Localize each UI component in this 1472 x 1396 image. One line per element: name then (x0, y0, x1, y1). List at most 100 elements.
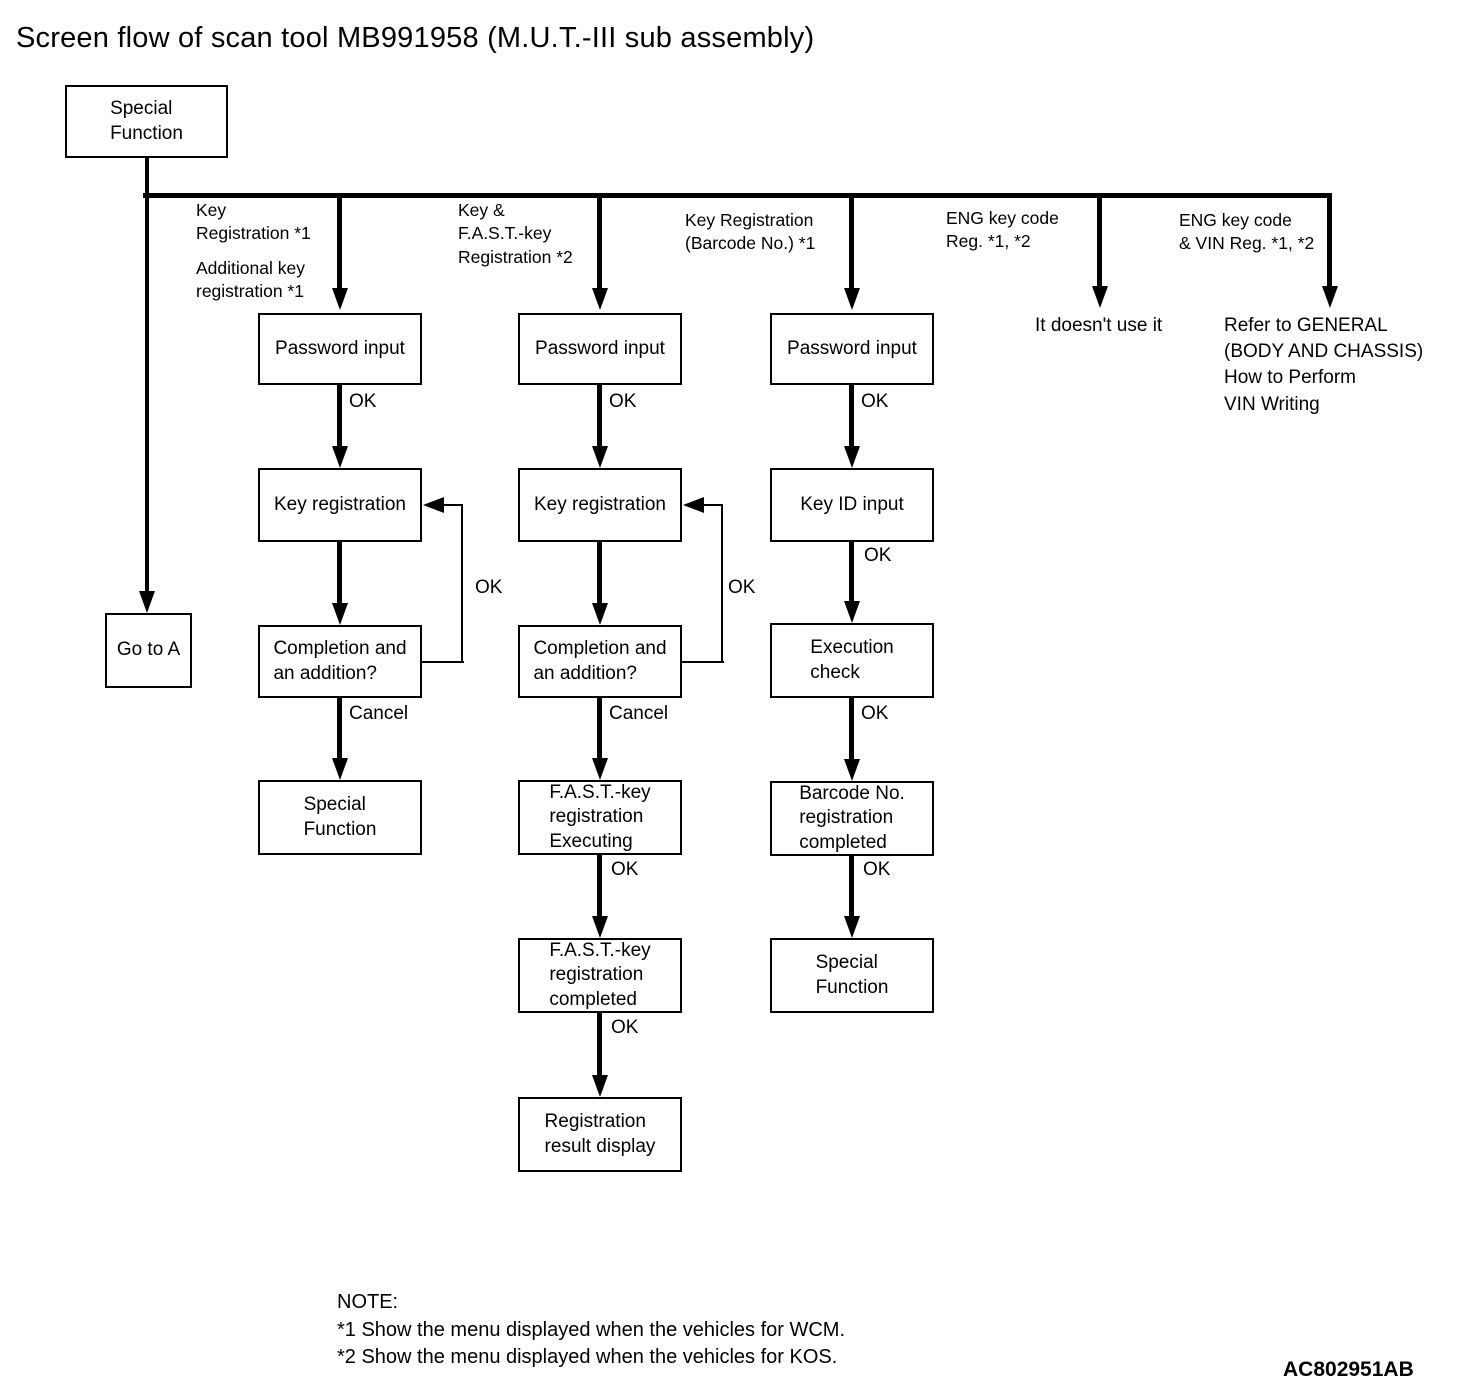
col2-arrow3-line (597, 698, 602, 758)
col2-key-registration-box: Key registration (518, 468, 682, 542)
branch5-line (1327, 193, 1332, 288)
col1-arrow2-head (332, 603, 348, 625)
col2-registration-result-box: Registration result display (518, 1097, 682, 1172)
col1-loop-vertical-line (461, 504, 463, 663)
start-special-function-label: Special Function (110, 98, 183, 144)
not-used-label: It doesn't use it (1035, 315, 1163, 336)
col1-completion-box: Completion and an addition? (258, 625, 422, 698)
col3-arrow3-head (844, 759, 860, 781)
col2-arrow5-head (592, 1075, 608, 1097)
col1-key-registration-label: Key registration (273, 493, 406, 515)
col2-loop-top-line (704, 504, 723, 506)
goto-a-label: Go to A (116, 639, 181, 661)
branch3-label: Key Registration (Barcode No.) *1 (685, 210, 816, 254)
col2-ok1-label: OK (609, 391, 637, 412)
col1-password-input-label: Password input (275, 337, 405, 359)
col2-ok2-label: OK (611, 859, 639, 880)
col2-arrow1-line (597, 385, 602, 446)
col2-fastkey-completed-box: F.A.S.T.-key registration completed (518, 938, 682, 1013)
branch5-label: ENG key code & VIN Reg. *1, *2 (1179, 210, 1315, 254)
col1-arrow2-line (337, 542, 342, 603)
col3-key-id-input-box: Key ID input (770, 468, 934, 542)
start-special-function-box: Special Function (65, 85, 228, 158)
col3-execution-check-label: Execution check (810, 637, 894, 683)
col3-special-function-label: Special Function (815, 952, 889, 998)
col1-loop-top-line (444, 504, 463, 506)
diagram-title: Screen flow of scan tool MB991958 (M.U.T… (16, 22, 815, 54)
col1-arrow3-head (332, 758, 348, 780)
col1-special-function-label: Special Function (303, 794, 377, 840)
branch3-arrowhead (844, 288, 860, 310)
col3-barcode-completed-label: Barcode No. registration completed (799, 783, 905, 853)
col3-ok3-label: OK (861, 703, 889, 724)
col2-arrow2-head (592, 603, 608, 625)
branch4-arrowhead (1092, 286, 1108, 308)
col2-fastkey-executing-box: F.A.S.T.-key registration Executing (518, 780, 682, 855)
col1-loop-bottom-line (422, 661, 464, 663)
col2-completion-box: Completion and an addition? (518, 625, 682, 698)
col3-ok2-label: OK (864, 545, 892, 566)
col2-arrow3-head (592, 758, 608, 780)
col2-fastkey-completed-label: F.A.S.T.-key registration completed (549, 940, 651, 1010)
col2-loop-ok-label: OK (728, 577, 756, 598)
col1-arrow3-line (337, 698, 342, 758)
col3-arrow1-head (844, 446, 860, 468)
col3-arrow2-head (844, 601, 860, 623)
figure-code: AC802951AB (1283, 1358, 1414, 1381)
branch1-label-additional: Additional key registration *1 (196, 258, 305, 302)
branch1-label: Key Registration *1 (196, 200, 311, 244)
col2-ok3-label: OK (611, 1017, 639, 1038)
branch5-arrowhead (1322, 286, 1338, 308)
col1-completion-label: Completion and an addition? (273, 638, 407, 684)
col3-arrow2-line (849, 542, 854, 601)
col2-loop-arrowhead (683, 497, 704, 513)
col2-key-registration-label: Key registration (533, 493, 666, 515)
refer-to-label: Refer to GENERAL (BODY AND CHASSIS) How … (1224, 315, 1424, 415)
goto-a-box: Go to A (105, 613, 192, 688)
col2-arrow1-head (592, 446, 608, 468)
col2-arrow4-head (592, 916, 608, 938)
trunk-line (145, 158, 149, 591)
branch3-line (849, 193, 854, 290)
col3-ok1-label: OK (861, 391, 889, 412)
col2-arrow5-line (597, 1013, 602, 1075)
branch2-arrowhead (592, 288, 608, 310)
note-line-1: *1 Show the menu displayed when the vehi… (337, 1318, 846, 1341)
col2-completion-label: Completion and an addition? (533, 638, 667, 684)
col3-password-input-box: Password input (770, 313, 934, 385)
note-heading: NOTE: (337, 1291, 399, 1313)
col3-arrow4-head (844, 916, 860, 938)
arrowhead-goto-a (139, 591, 155, 613)
col3-arrow3-line (849, 698, 854, 759)
col3-special-function-box: Special Function (770, 938, 934, 1013)
col1-loop-arrowhead (423, 497, 444, 513)
col2-registration-result-label: Registration result display (544, 1111, 656, 1157)
col1-cancel-label: Cancel (349, 703, 409, 724)
note-block: NOTE: *1 Show the menu displayed when th… (337, 1289, 845, 1372)
col1-key-registration-box: Key registration (258, 468, 422, 542)
branch4-line (1097, 193, 1102, 288)
col3-password-input-label: Password input (787, 337, 917, 359)
col3-arrow4-line (849, 856, 854, 916)
col2-password-input-box: Password input (518, 313, 682, 385)
col3-execution-check-box: Execution check (770, 623, 934, 698)
col1-special-function-box: Special Function (258, 780, 422, 855)
col2-arrow4-line (597, 855, 602, 916)
col1-ok1-label: OK (349, 391, 377, 412)
branch-bus-line (143, 193, 1332, 198)
col1-password-input-box: Password input (258, 313, 422, 385)
col3-ok4-label: OK (863, 859, 891, 880)
branch2-line (597, 193, 602, 290)
note-line-2: *2 Show the menu displayed when the vehi… (337, 1346, 838, 1369)
col2-loop-vertical-line (721, 504, 723, 663)
branch1-line (337, 193, 342, 290)
col2-fastkey-executing-label: F.A.S.T.-key registration Executing (549, 782, 651, 852)
branch2-label: Key & F.A.S.T.-key Registration *2 (458, 200, 573, 267)
col2-password-input-label: Password input (535, 337, 665, 359)
col2-cancel-label: Cancel (609, 703, 669, 724)
col2-loop-bottom-line (682, 661, 724, 663)
branch1-arrowhead (332, 288, 348, 310)
col1-arrow1-head (332, 446, 348, 468)
col1-arrow1-line (337, 385, 342, 446)
